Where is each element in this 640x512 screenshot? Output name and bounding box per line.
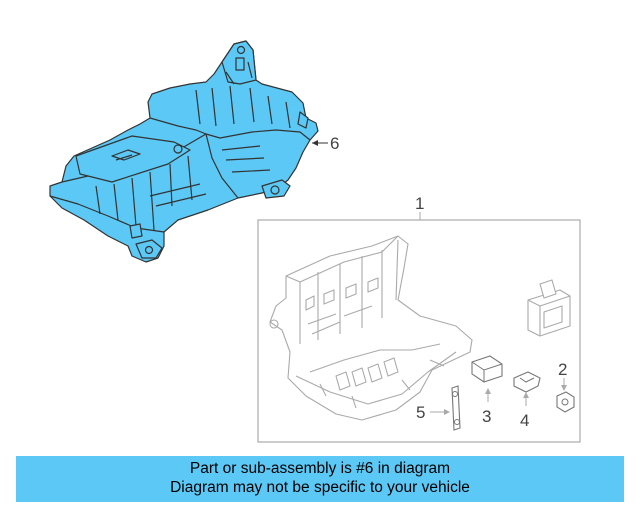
part-6-cover[interactable] <box>49 40 319 263</box>
relay-part[interactable] <box>527 279 571 337</box>
part-6-side-tab <box>297 111 309 129</box>
part-6-mount-right <box>261 179 291 199</box>
callout-3-label: 3 <box>482 407 491 426</box>
callout-4-label: 4 <box>520 411 529 430</box>
part-6-block <box>75 135 191 183</box>
part-6-mount-left-hole <box>144 245 154 255</box>
assembly-frame-box <box>257 219 581 443</box>
part-6-mount-left <box>135 239 163 259</box>
relay-face <box>543 305 563 329</box>
fuse-box-tray <box>295 351 457 405</box>
assembly-1-frame: 1 <box>257 194 581 443</box>
fuse-box-body <box>269 235 473 421</box>
part-6-tower-hole <box>236 45 246 55</box>
part-6-clip <box>129 223 143 239</box>
fuse-box-slots <box>305 277 379 335</box>
part-2-hole <box>561 398 569 406</box>
part-4-fuse[interactable]: 4 <box>513 371 541 430</box>
part-5-hole-bottom <box>454 419 460 425</box>
callout-6[interactable]: 6 <box>312 134 339 153</box>
part-6-bolt <box>173 144 183 154</box>
banner-line-2: Diagram may not be specific to your vehi… <box>170 479 470 496</box>
part-6-side-edge <box>205 133 239 199</box>
fuse-box-mount-hole <box>269 319 279 329</box>
part-4-detail <box>519 377 535 383</box>
part-6-mount-right-hole <box>270 185 280 195</box>
callout-5-label: 5 <box>416 403 425 422</box>
part-5-hole-top <box>452 391 458 397</box>
fuse-box-base-rails <box>319 359 445 409</box>
part-5-body <box>451 385 461 431</box>
part-3-fuse[interactable]: 3 <box>471 355 503 426</box>
info-banner: Part or sub-assembly is #6 in diagram Di… <box>16 456 624 502</box>
callout-6-label: 6 <box>330 134 339 153</box>
part-5-strap[interactable]: 5 <box>416 385 461 431</box>
part-5-arrowhead <box>444 409 450 415</box>
fuse-box-assembly[interactable] <box>269 235 473 421</box>
callout-6-arrowhead <box>312 140 318 146</box>
part-2-nut[interactable]: 2 <box>556 360 575 413</box>
part-6-ribs <box>95 85 291 231</box>
part-6-top-edge <box>149 117 311 141</box>
banner-line-1: Part or sub-assembly is #6 in diagram <box>189 460 451 477</box>
relay-cap <box>539 279 557 299</box>
callout-2-label: 2 <box>558 360 567 379</box>
part-6-tower <box>221 40 257 85</box>
fuse-box-connectors <box>335 357 399 391</box>
part-6-block-slot <box>111 149 141 161</box>
fuse-box-upper-edge <box>285 235 399 283</box>
fuse-box-uprights <box>299 239 399 344</box>
part-2-arrowhead <box>561 385 567 391</box>
part-3-detail <box>471 361 503 382</box>
part-2-body <box>556 391 575 413</box>
part-6-tower-ribs <box>225 57 253 85</box>
relay-body <box>527 289 571 337</box>
part-6-lower-edge <box>49 195 165 233</box>
relay-top <box>527 295 571 336</box>
callout-1-label: 1 <box>415 194 424 213</box>
part-3-arrowhead <box>485 388 491 394</box>
fuse-box-tray-inner <box>309 343 441 373</box>
part-4-arrowhead <box>523 392 529 398</box>
